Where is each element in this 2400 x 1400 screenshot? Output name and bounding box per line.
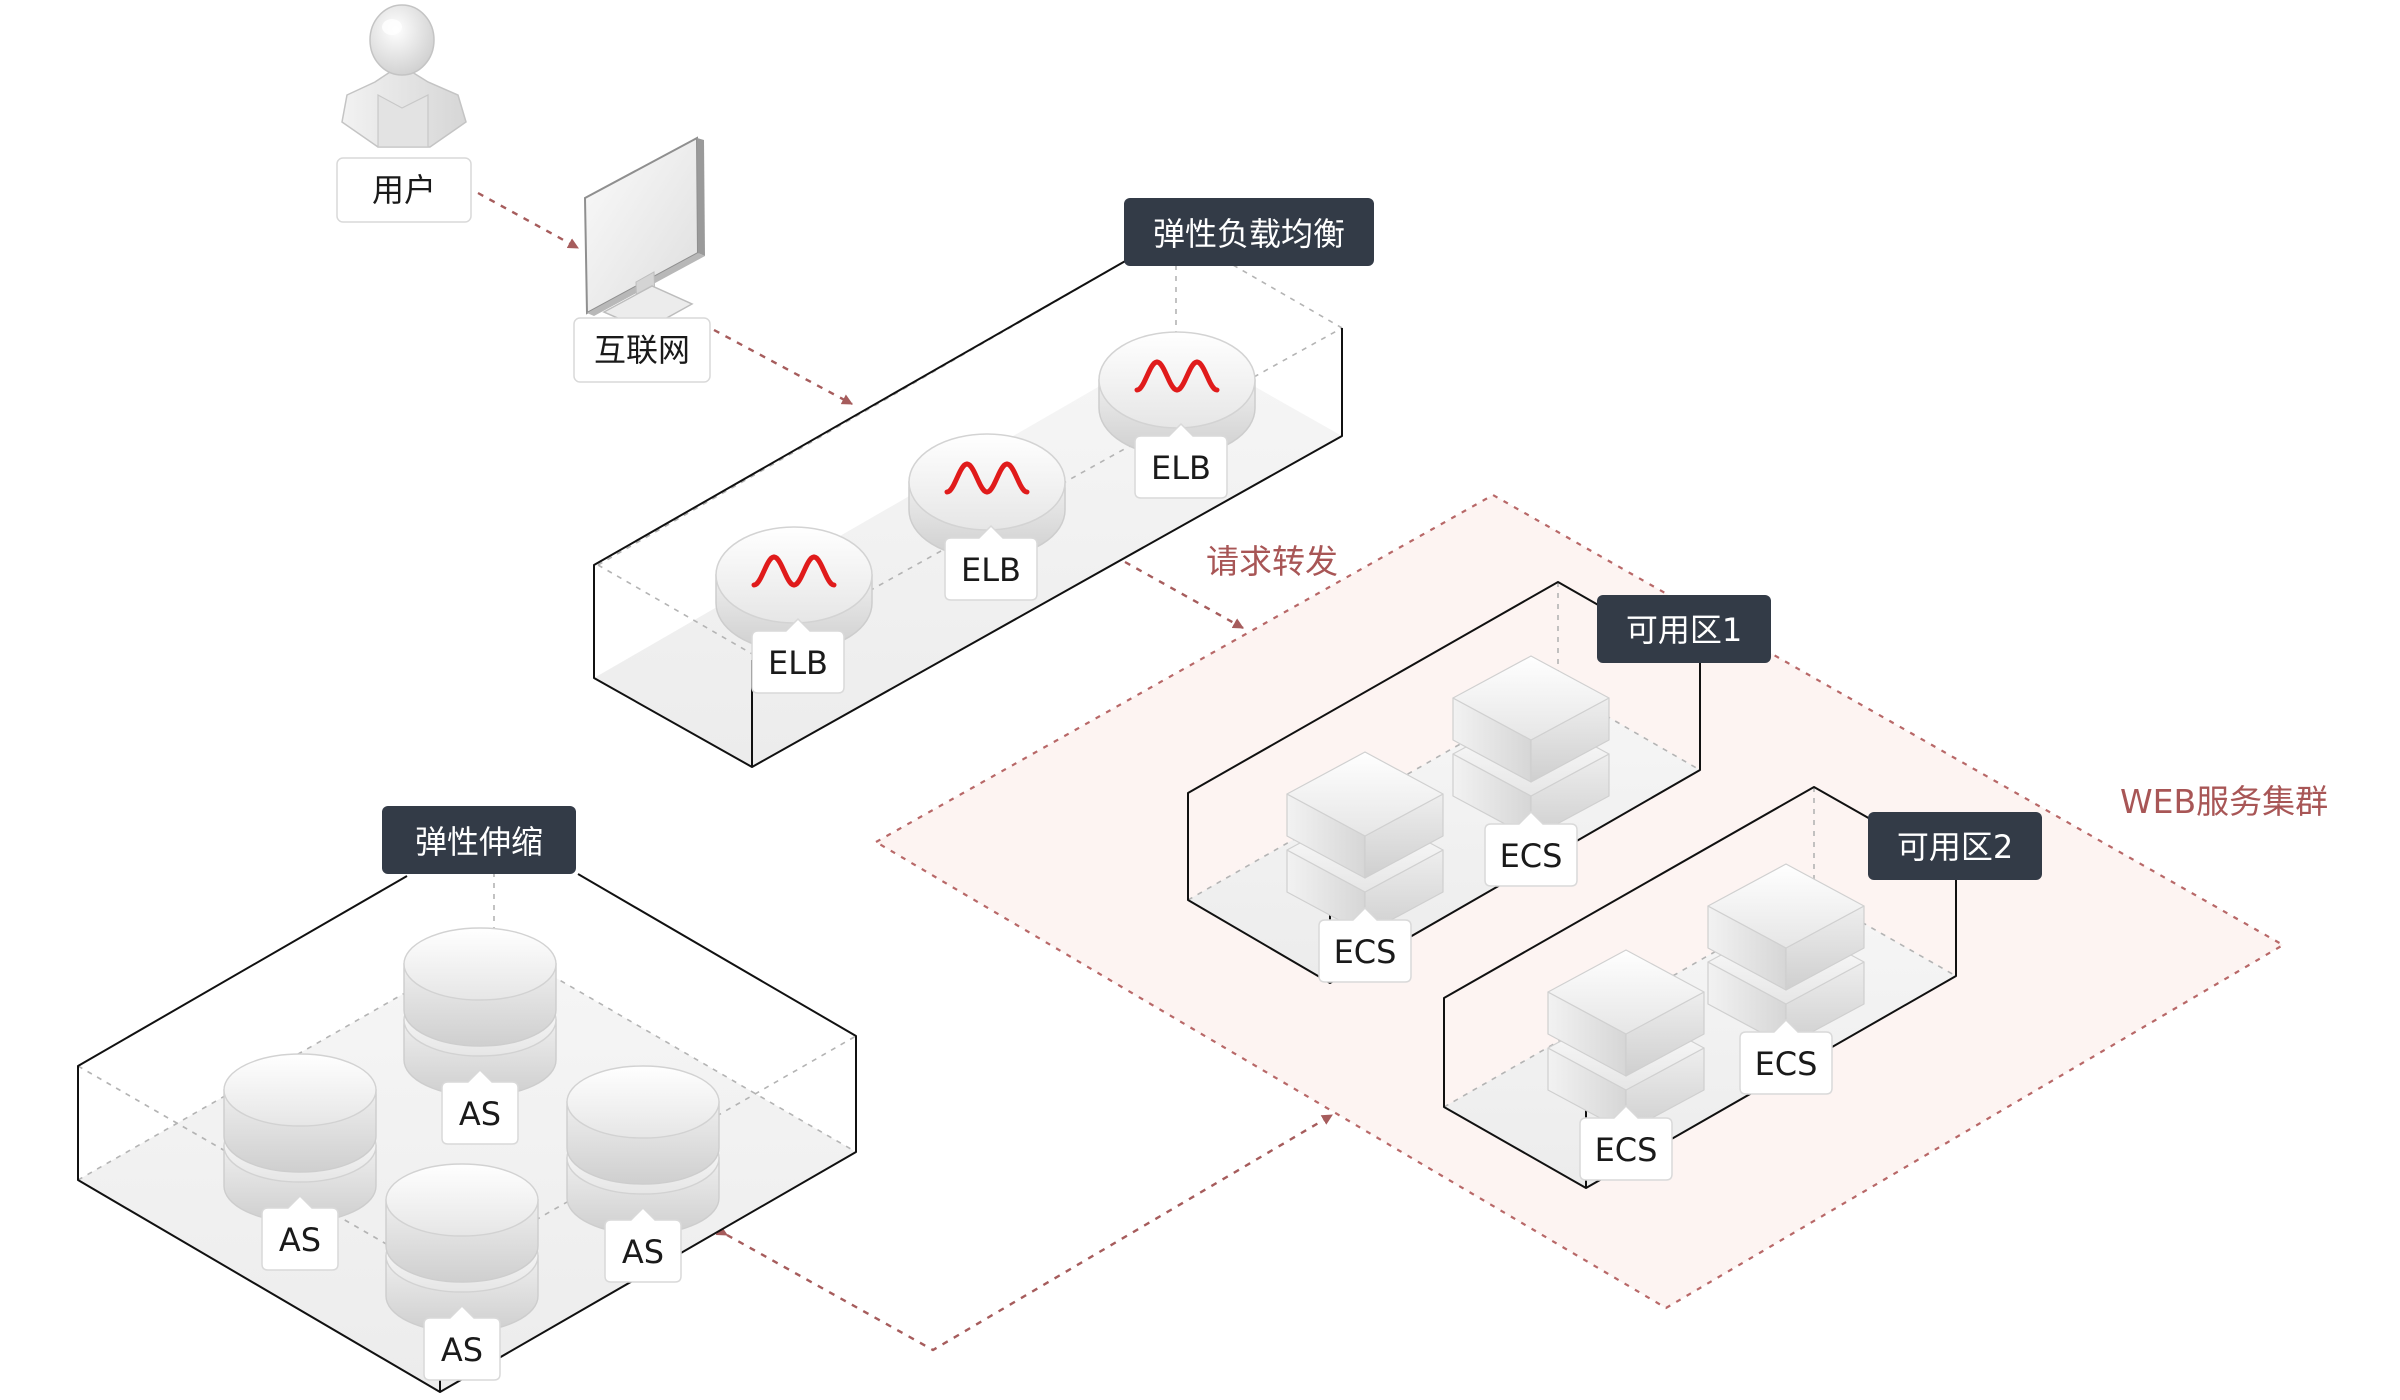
ecs-node-label: ECS (1500, 837, 1563, 875)
elb-node-label-chip: ELB (1134, 422, 1228, 499)
as-group-title-bg (382, 806, 576, 874)
ecs-node: ECS (1707, 863, 1865, 1095)
ecs-node-label-chip: ECS (1318, 906, 1412, 983)
zone2-title: 可用区2 (1897, 828, 2013, 866)
internet-terminal: 互联网 (573, 136, 711, 383)
user-label: 用户 (372, 171, 436, 209)
wave-icon (1134, 359, 1220, 393)
wave-icon (944, 461, 1030, 495)
request-forward-label: 请求转发 (1206, 542, 1338, 581)
user-figure: 用户 (336, 4, 472, 223)
ecs-node: ECS (1547, 949, 1705, 1181)
ecs-node: ECS (1452, 655, 1610, 887)
zone1-title-bg (1597, 595, 1771, 663)
internet-label: 互联网 (594, 331, 690, 369)
ecs-node-label: ECS (1755, 1045, 1818, 1083)
zone2-box-outline (1443, 786, 1957, 1189)
user-label-box (336, 157, 472, 223)
ecs-node-label: ECS (1334, 933, 1397, 971)
availability-zone-2: ECS ECS 可用区2 (1443, 786, 2042, 1189)
as-to-cluster-arrow (715, 1113, 1333, 1352)
elb-node-label: ELB (768, 644, 828, 682)
zone1-title: 可用区1 (1626, 611, 1742, 649)
ecs-node-label-chip: ECS (1739, 1018, 1833, 1095)
elb-node: ELB (908, 433, 1066, 601)
elb-nodes: ELB ELB ELB (715, 331, 1256, 694)
as-node-label-chip: AS (441, 1068, 519, 1145)
as-node-label-chip: AS (604, 1206, 682, 1283)
as-node: AS (403, 927, 557, 1145)
web-cluster-boundary (873, 493, 2286, 1310)
as-node-label: AS (459, 1095, 501, 1133)
zone2-title-bg (1868, 812, 2042, 880)
wave-icon (751, 554, 837, 588)
internet-to-elb-arrow (713, 328, 853, 406)
ecs-node-label-chip: ECS (1579, 1104, 1673, 1181)
as-nodes: AS AS AS AS (223, 927, 720, 1381)
as-node-label-chip: AS (423, 1304, 501, 1381)
elb-node-label: ELB (1151, 449, 1211, 487)
elb-node-label-chip: ELB (751, 617, 845, 694)
ecs-node-label-chip: ECS (1484, 810, 1578, 887)
flow-arrows (477, 191, 1333, 1352)
elb-group-title-bg (1124, 198, 1374, 266)
internet-label-box (573, 317, 711, 383)
elb-node: ELB (1098, 331, 1256, 499)
web-service-cluster: WEB服务集群 (873, 493, 2328, 1310)
availability-zone-1: ECS ECS 可用区1 (1187, 581, 1771, 984)
elb-to-cluster-arrow (1124, 560, 1244, 630)
web-cluster-label: WEB服务集群 (2120, 782, 2328, 821)
as-group: AS AS AS AS 弹性伸缩 (77, 806, 857, 1393)
elb-node-label-chip: ELB (944, 524, 1038, 601)
elb-node-label: ELB (961, 551, 1021, 589)
as-node: AS (385, 1163, 539, 1381)
elb-node: ELB (715, 526, 873, 694)
elb-group-title: 弹性负载均衡 (1153, 215, 1345, 253)
zone1-ecs-nodes: ECS ECS (1286, 655, 1610, 983)
as-node-label: AS (441, 1331, 483, 1369)
elb-box-outline (593, 231, 1343, 768)
as-node-label: AS (279, 1221, 321, 1259)
as-group-title: 弹性伸缩 (415, 823, 543, 861)
ecs-node: ECS (1286, 751, 1444, 983)
ecs-node-label: ECS (1595, 1131, 1658, 1169)
zone1-box-outline (1187, 581, 1701, 984)
as-node: AS (566, 1065, 720, 1283)
as-node-label: AS (622, 1233, 664, 1271)
as-node-label-chip: AS (261, 1194, 339, 1271)
elb-group: ELB ELB ELB 弹性负载均衡 (593, 198, 1374, 768)
user-to-internet-arrow (477, 191, 579, 250)
as-node: AS (223, 1053, 377, 1271)
zone2-ecs-nodes: ECS ECS (1547, 863, 1865, 1181)
